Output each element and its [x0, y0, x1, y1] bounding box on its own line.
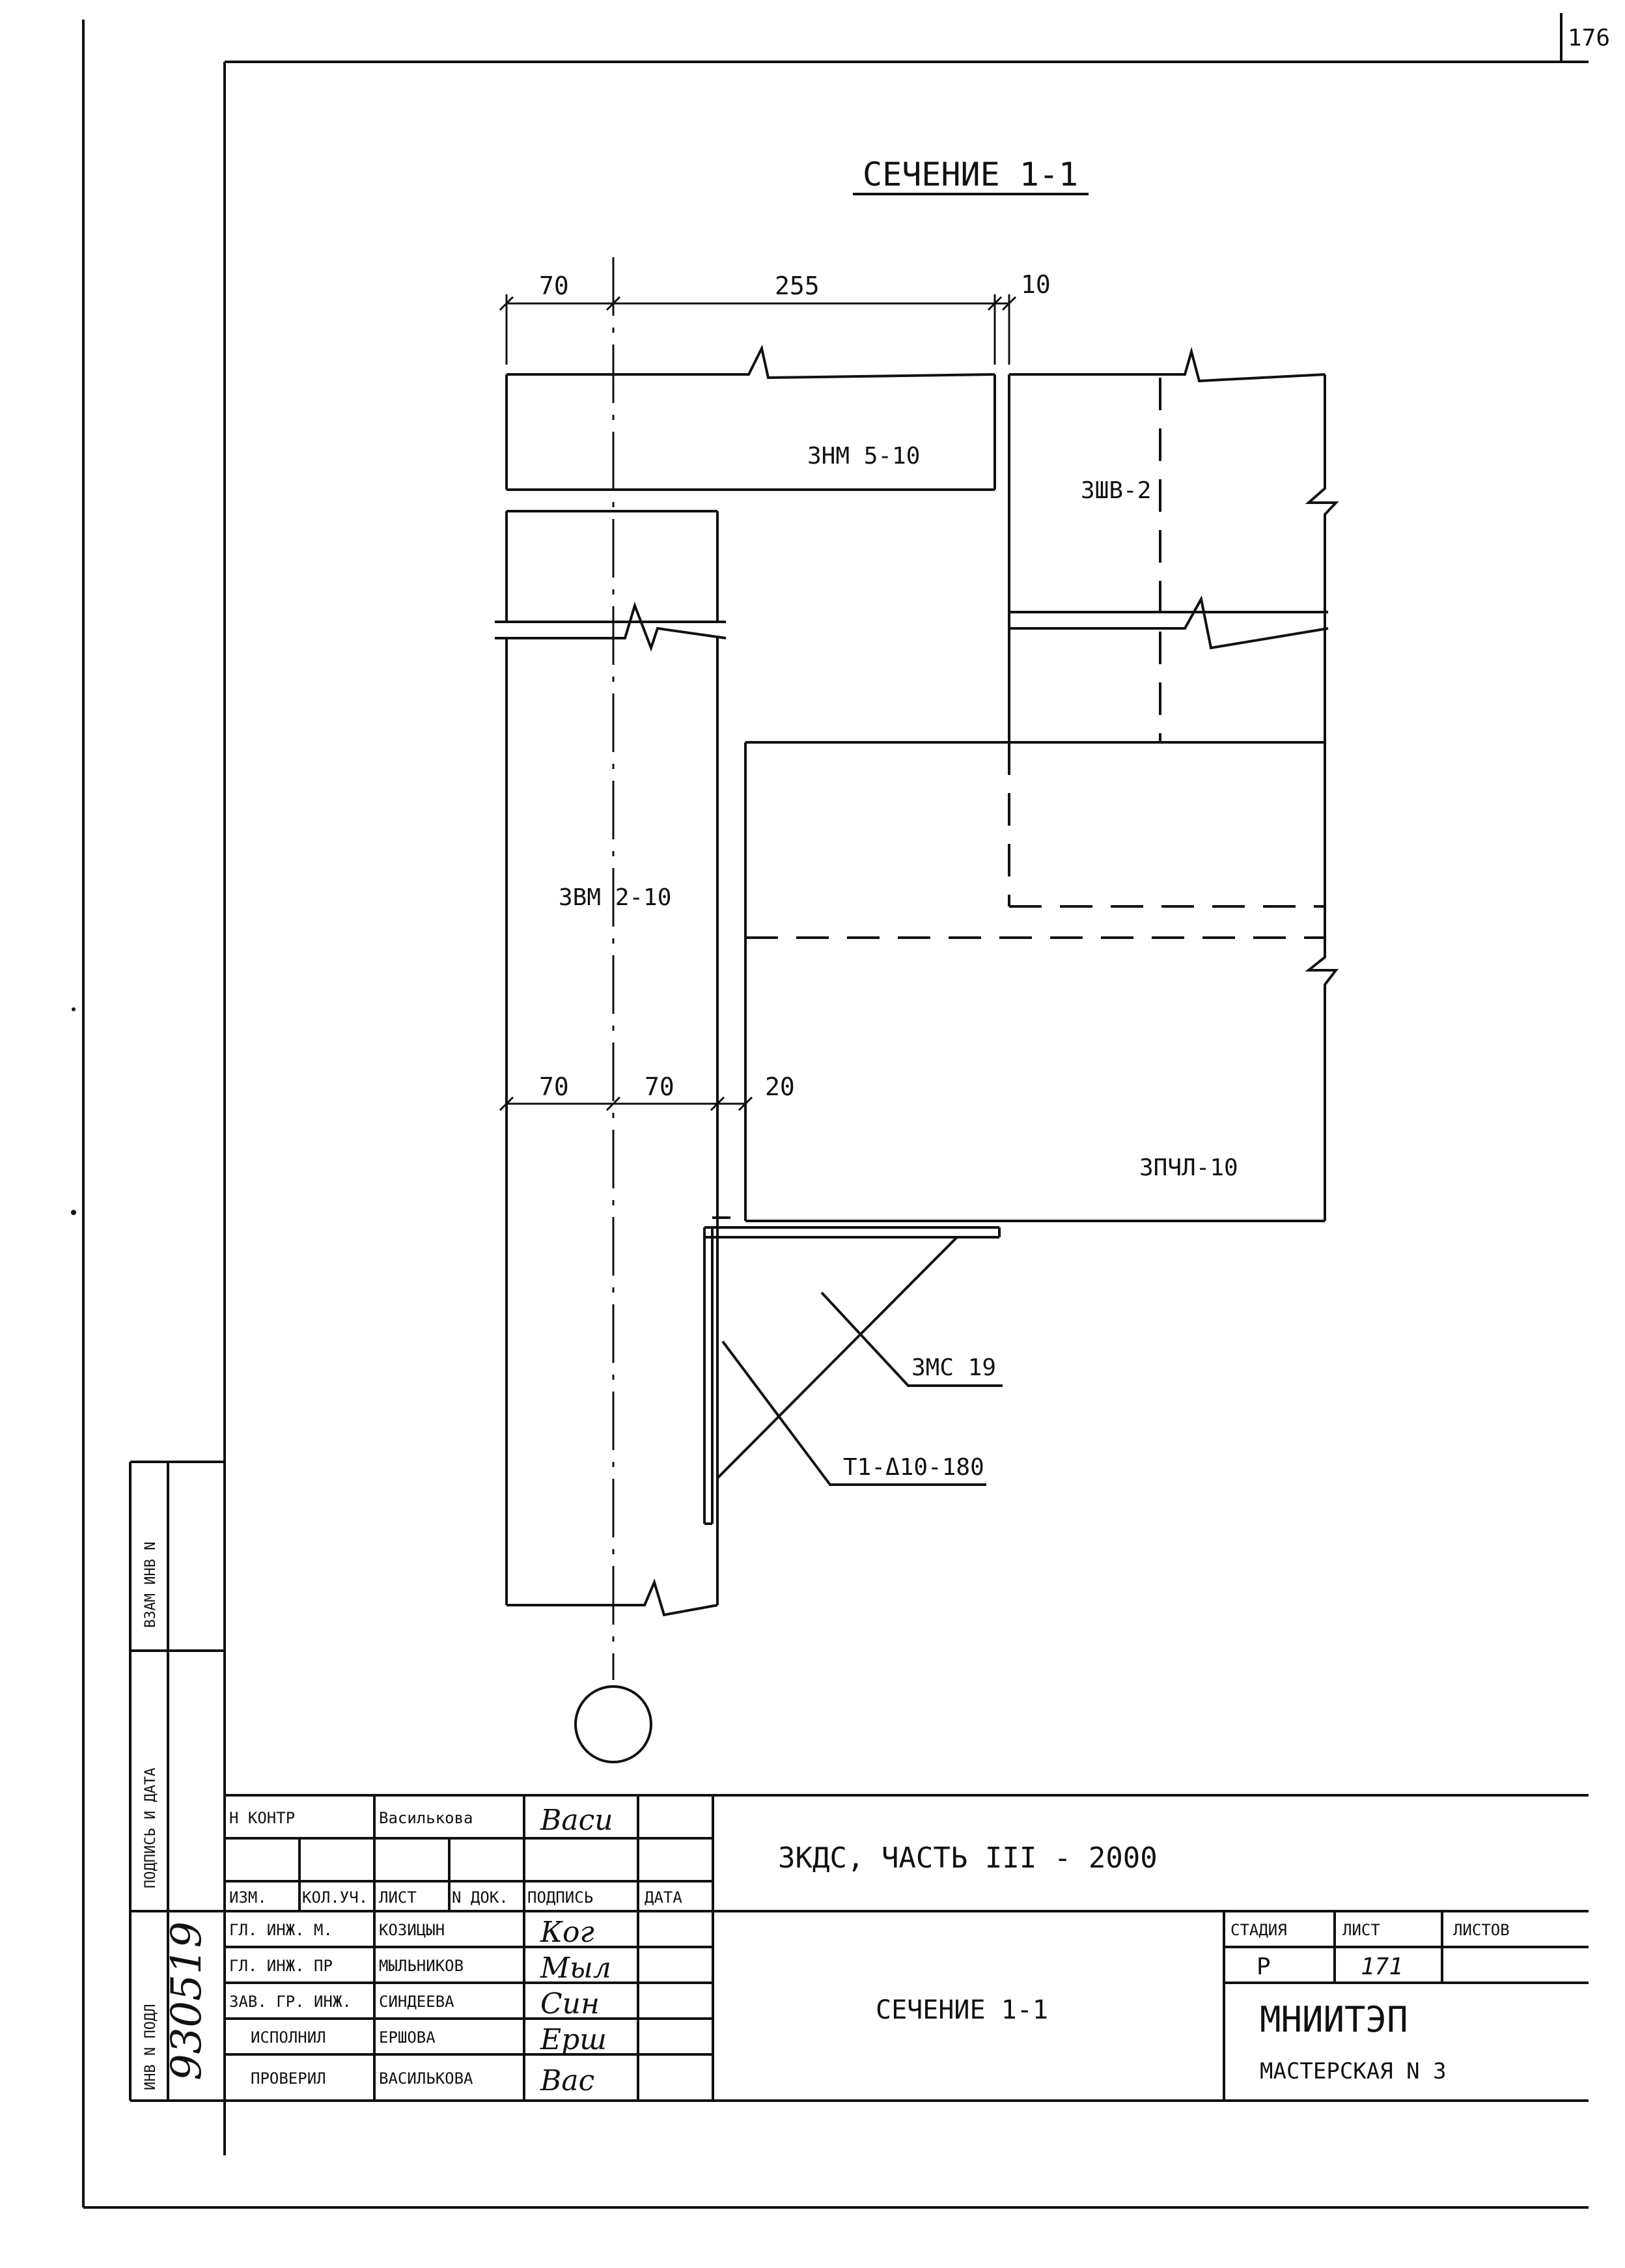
lower-dimension-line [499, 1096, 753, 1112]
inventory-number: 930519 [163, 1922, 211, 2080]
person-name: КОЗИЦЫН [379, 1921, 445, 1939]
label-t1: Т1-Δ10-180 [843, 1454, 984, 1481]
person-signature: Мыл [540, 1952, 611, 1985]
person-signature: Син [540, 1987, 600, 2021]
hidden-lines [745, 378, 1325, 939]
person-name: ЕРШОВА [379, 2028, 436, 2047]
side-stamp-grid [129, 1461, 225, 2102]
person-signature: Вас [540, 2064, 594, 2097]
label-zms: ЗМС 19 [911, 1354, 996, 1381]
person-role: ГЛ. ИНЖ. М. [229, 1921, 333, 1939]
sheet-value: 171 [1361, 1953, 1403, 1980]
dim-top-left: 70 [539, 272, 569, 300]
label-znm: ЗНМ 5-10 [807, 443, 920, 469]
person-name: ВАСИЛЬКОВА [379, 2069, 473, 2088]
header-data: ДАТА [645, 1888, 682, 1907]
dim-top-mid: 255 [775, 272, 820, 300]
org-workshop: МАСТЕРСКАЯ N 3 [1260, 2058, 1447, 2084]
header-n-dok: N ДОК. [452, 1888, 508, 1907]
sheet-title: СЕЧЕНИЕ 1-1 [876, 1995, 1048, 2025]
drawing-geometry [495, 344, 1339, 1617]
sheet-corner-number: 176 [1568, 25, 1610, 51]
person-role: ИСПОЛНИЛ [251, 2028, 326, 2047]
header-kol-uch: КОЛ.УЧ. [302, 1888, 368, 1907]
header-izm: ИЗМ. [229, 1888, 267, 1907]
title-block-grid [225, 1794, 1589, 2102]
n-kontr-signature: Васи [540, 1804, 613, 1837]
person-role: ЗАВ. ГР. ИНЖ. [229, 1993, 352, 2011]
side-podpis-label: ПОДПИСЬ И ДАТА [143, 1768, 159, 1888]
stage-value: Р [1257, 1953, 1271, 1980]
stage-label: СТАДИЯ [1230, 1921, 1287, 1939]
label-zvm: ЗВМ 2-10 [559, 884, 671, 911]
dim-lower-c: 20 [765, 1072, 795, 1101]
dim-top-right: 10 [1021, 270, 1051, 299]
scan-marks [71, 1007, 76, 1215]
label-zpchl: ЗПЧЛ-10 [1139, 1155, 1238, 1181]
person-role: ПРОВЕРИЛ [251, 2069, 326, 2088]
axis-marker [574, 1685, 652, 1763]
person-name: СИНДЕЕВА [379, 1993, 454, 2011]
person-name: МЫЛЬНИКОВ [379, 1957, 464, 1975]
side-vzam-label: ВЗАМ ИНВ N [143, 1542, 159, 1628]
person-signature: Ерш [540, 2023, 607, 2056]
top-dimension-line [499, 294, 1017, 365]
project-title: ЗКДС, ЧАСТЬ III - 2000 [778, 1841, 1158, 1875]
sheet-frame [82, 13, 1589, 2209]
n-kontr-name: Василькова [379, 1809, 473, 1827]
person-signature: Ког [540, 1916, 594, 1949]
label-zshv: ЗШВ-2 [1081, 477, 1151, 504]
header-podpis: ПОДПИСЬ [527, 1888, 593, 1907]
dim-lower-a: 70 [539, 1072, 569, 1101]
org-name: МНИИТЭП [1260, 1999, 1408, 2040]
sheets-label: ЛИСТОВ [1453, 1921, 1510, 1939]
header-list: ЛИСТ [379, 1888, 417, 1907]
n-kontr-role: Н КОНТР [229, 1809, 295, 1827]
drawing-title: СЕЧЕНИЕ 1-1 [863, 156, 1078, 193]
sheet-label: ЛИСТ [1342, 1921, 1380, 1939]
dim-lower-b: 70 [645, 1072, 674, 1101]
person-role: ГЛ. ИНЖ. ПР [229, 1957, 333, 1975]
side-inv-label: ИНВ N ПОДЛ [143, 2004, 159, 2090]
